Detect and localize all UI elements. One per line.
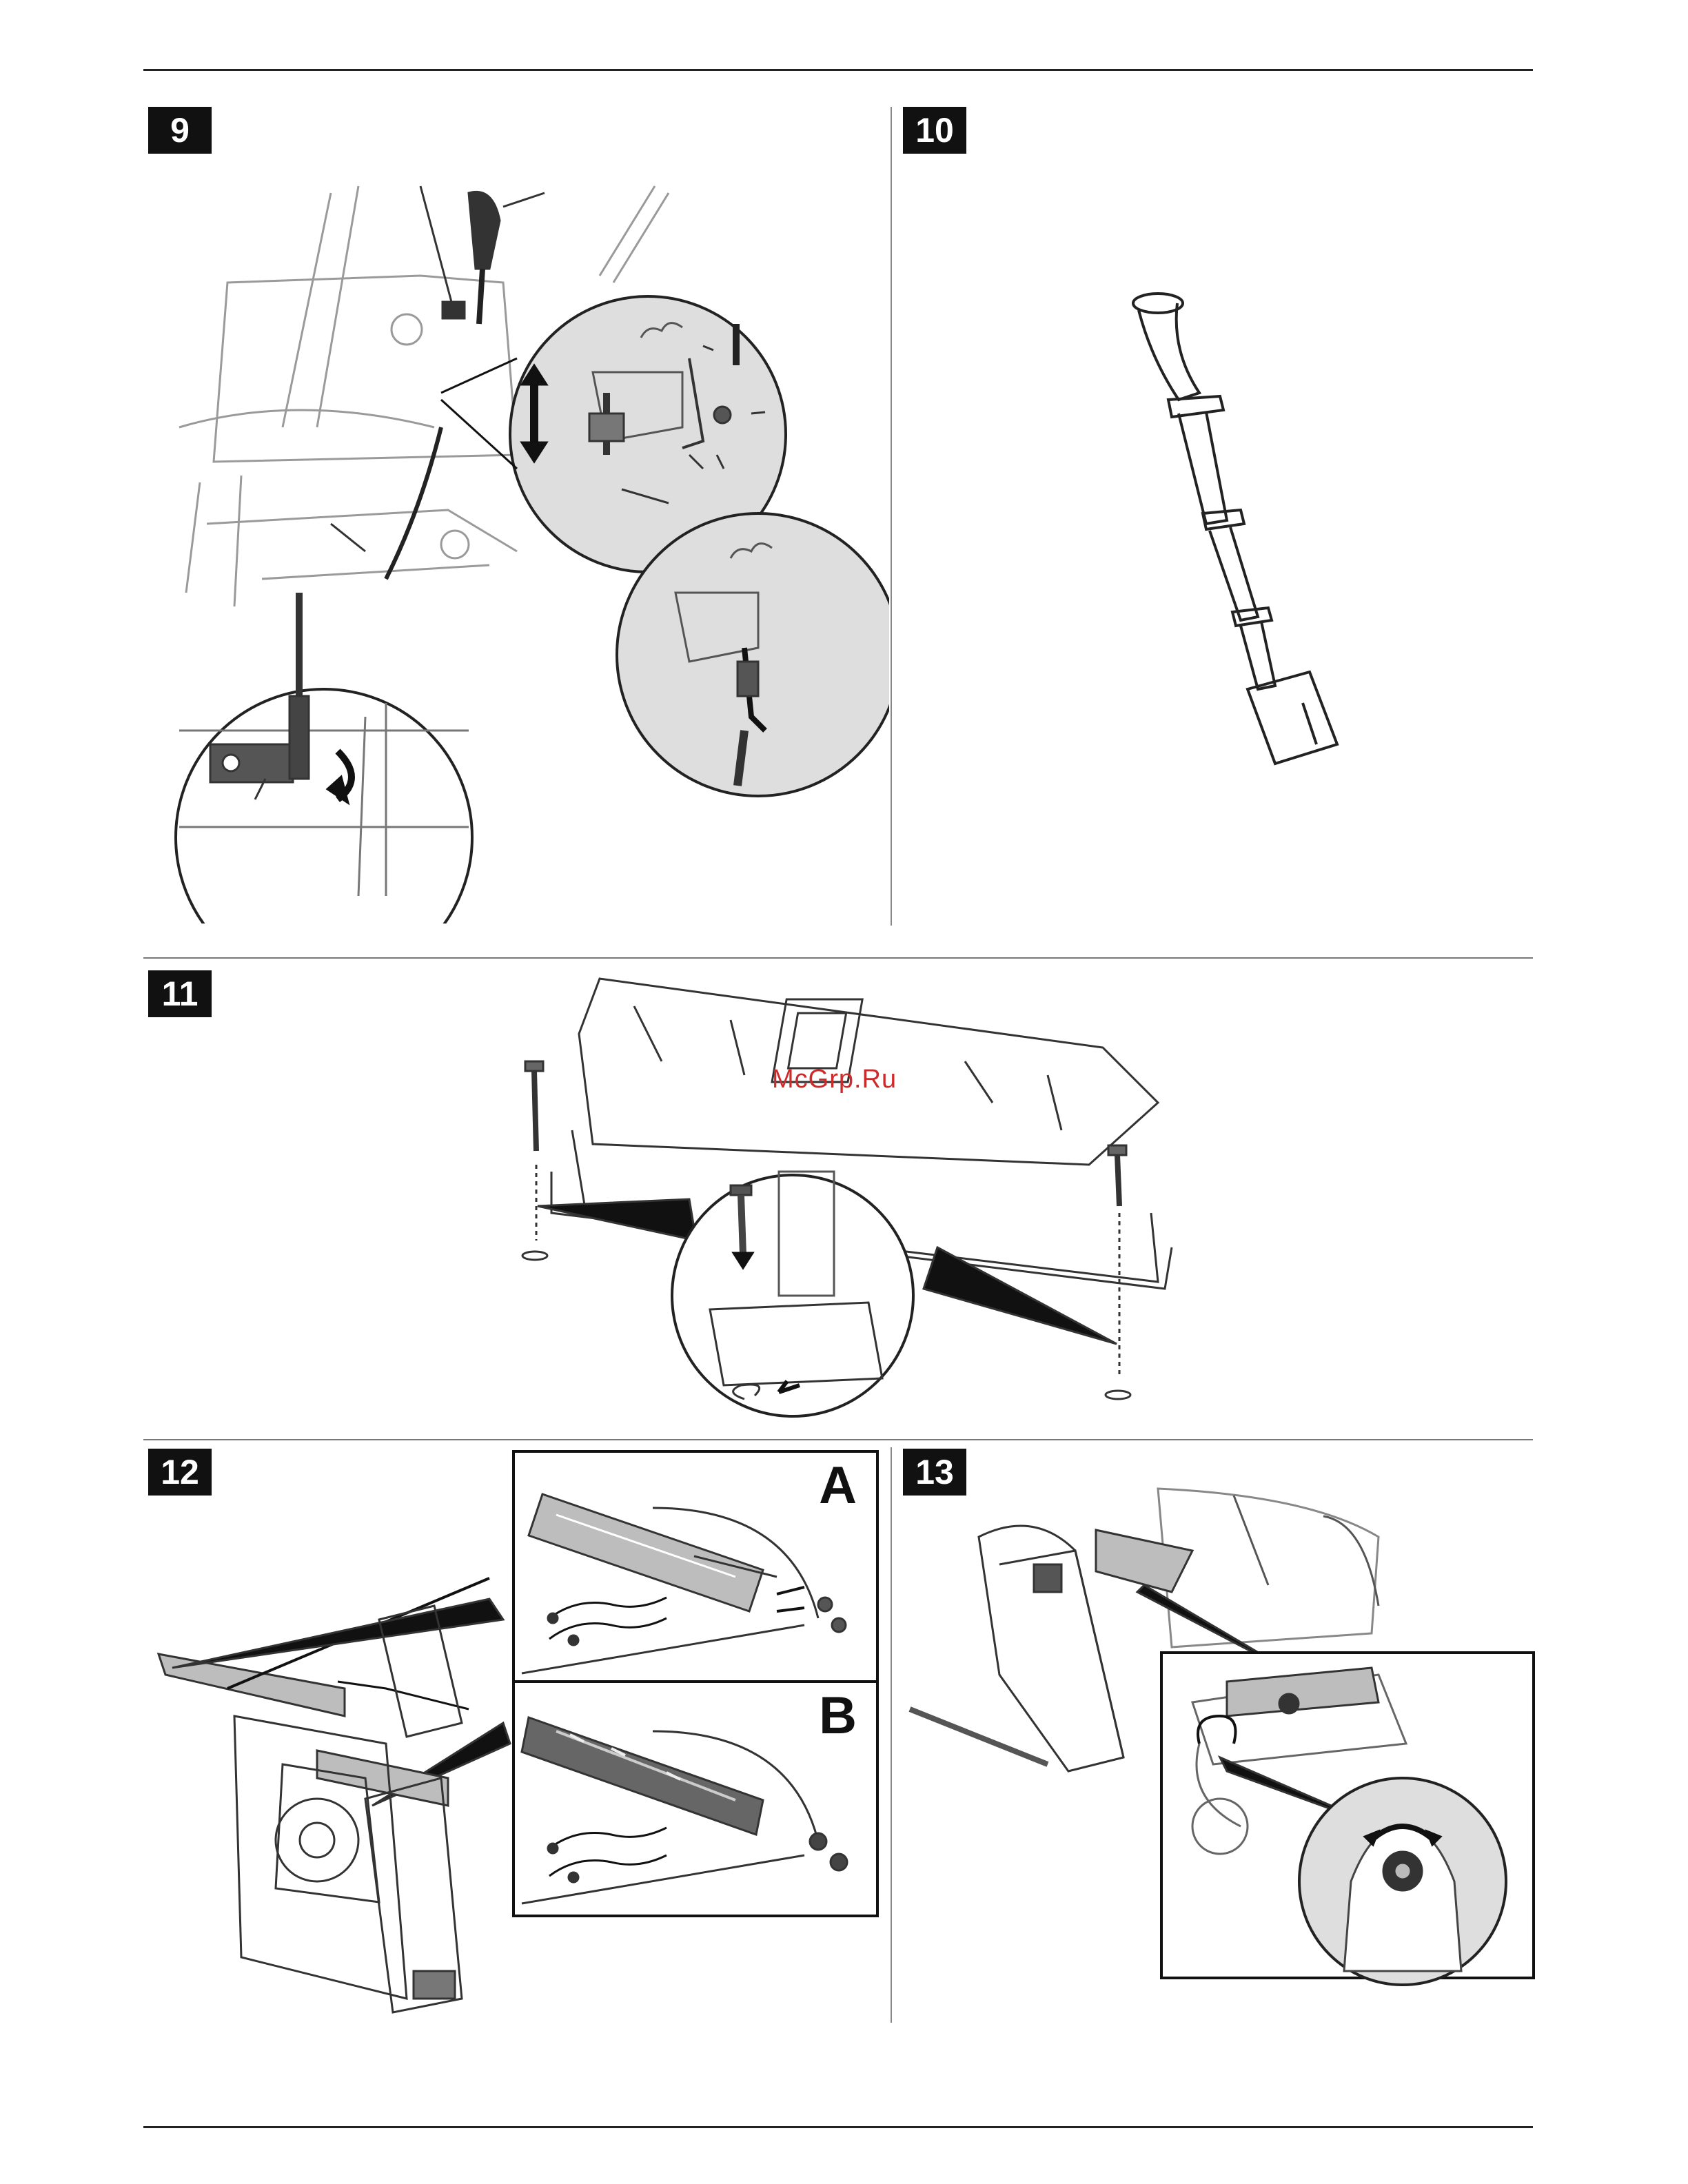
figure-13-illustration	[896, 1468, 1537, 2019]
figure-12-inset-b: B	[512, 1680, 879, 1917]
figure-10-number: 10	[903, 107, 966, 154]
divider-row-1	[143, 957, 1533, 959]
figure-10-illustration	[1103, 276, 1379, 772]
divider-12-13	[891, 1447, 892, 2023]
watermark: McGrp.Ru	[772, 1065, 897, 1094]
divider-9-10	[891, 107, 892, 926]
divider-row-2	[143, 1439, 1533, 1440]
figure-9-number: 9	[148, 107, 212, 154]
top-rule	[143, 69, 1533, 71]
figure-9-illustration	[159, 165, 889, 923]
figure-11-illustration	[482, 965, 1186, 1433]
figure-12-inset-a: A	[512, 1450, 879, 1686]
figure-12-main-illustration	[145, 1516, 531, 2040]
bottom-rule	[143, 2126, 1533, 2128]
figure-11-number: 11	[148, 970, 212, 1017]
figure-12-number: 12	[148, 1449, 212, 1496]
